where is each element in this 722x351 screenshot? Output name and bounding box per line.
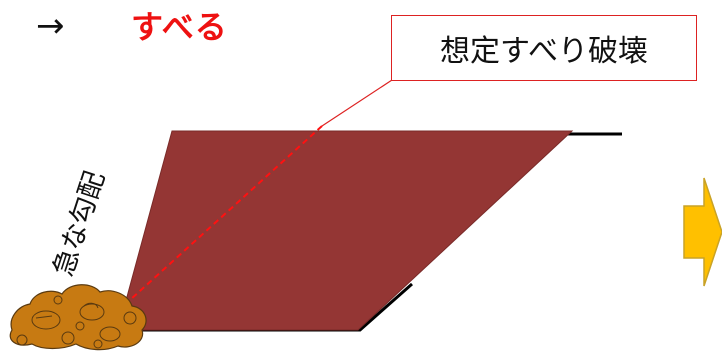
debris-pile-icon bbox=[9, 284, 147, 351]
slip-line bbox=[129, 125, 323, 301]
right-arrow-icon bbox=[683, 177, 722, 287]
keyword-suberu: すべる bbox=[131, 8, 228, 46]
arrow-symbol: → bbox=[36, 6, 65, 46]
callout-label: 想定すべり破壊 bbox=[440, 34, 648, 69]
callout-leader-line bbox=[321, 79, 393, 127]
callout-box: 想定すべり破壊 bbox=[391, 15, 697, 81]
soil-block bbox=[117, 130, 574, 331]
